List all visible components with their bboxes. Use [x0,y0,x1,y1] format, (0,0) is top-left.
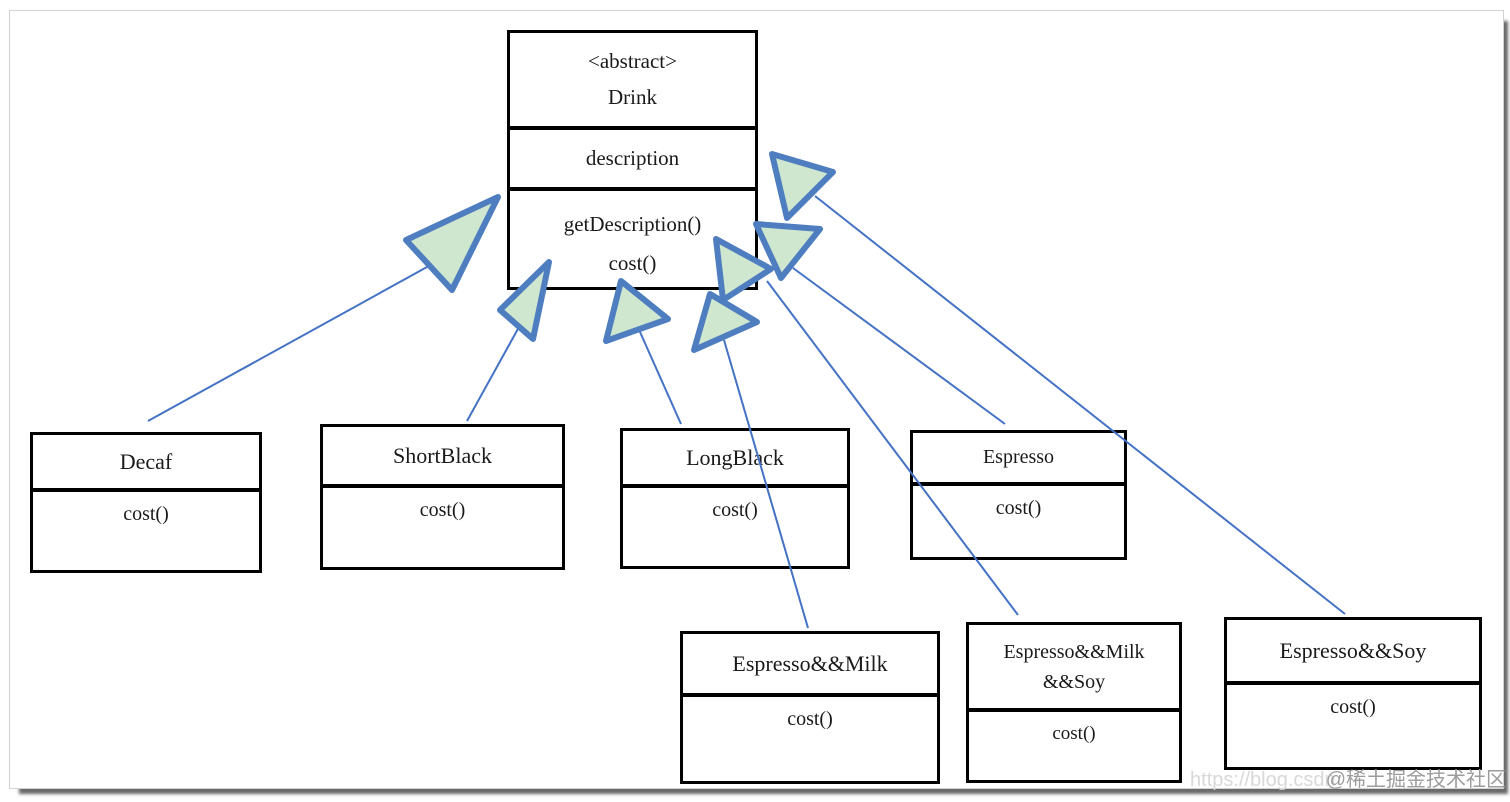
class-name: LongBlack [686,444,784,470]
method-label: cost() [1330,696,1376,718]
method-label: getDescription() [563,212,702,236]
class-attributes: description [510,130,755,191]
class-methods: getDescription() cost() [510,191,755,287]
class-methods: cost() [623,488,847,566]
class-header: ShortBlack [323,427,562,488]
class-box-espresso: Espresso cost() [910,430,1127,560]
class-box-drink: <abstract> Drink description getDescript… [507,30,758,290]
class-name: Espresso&&Soy [1279,637,1427,663]
class-name: Drink [608,84,657,109]
class-name: Decaf [119,448,173,474]
method-label: cost() [712,499,758,521]
class-header: <abstract> Drink [510,33,755,130]
class-box-espresso-milk-soy: Espresso&&Milk &&Soy cost() [966,622,1182,783]
class-box-espresso-milk: Espresso&&Milk cost() [680,631,940,784]
watermark-site-text: @稀土掘金技术社区 [1325,769,1506,791]
class-methods: cost() [1227,685,1479,767]
attribute-label: description [585,146,680,170]
class-header: LongBlack [623,431,847,488]
class-methods: cost() [683,697,937,781]
method-label: cost() [419,499,466,521]
class-methods: cost() [323,488,562,567]
class-box-shortblack: ShortBlack cost() [320,424,565,570]
class-header: Espresso&&Milk &&Soy [969,625,1179,712]
class-header: Espresso&&Soy [1227,620,1479,685]
class-name: Espresso&&Milk [1003,640,1145,663]
class-methods: cost() [33,492,259,570]
method-label: cost() [1052,723,1096,744]
class-name-line2: &&Soy [1042,670,1106,693]
class-methods: cost() [913,486,1124,557]
class-header: Espresso [913,433,1124,486]
class-methods: cost() [969,712,1179,780]
method-label: cost() [787,708,833,730]
class-name: Espresso [982,446,1055,468]
class-box-decaf: Decaf cost() [30,432,262,573]
class-box-longblack: LongBlack cost() [620,428,850,569]
class-header: Espresso&&Milk [683,634,937,697]
class-box-espresso-soy: Espresso&&Soy cost() [1224,617,1482,770]
watermark: https://blog.csdn@稀土掘金技术社区 [1190,763,1506,792]
class-name: Espresso&&Milk [732,650,888,676]
watermark-url-text: https://blog.csdn [1190,769,1336,791]
class-name: ShortBlack [393,442,492,468]
method-label: cost() [995,497,1042,519]
method-label: cost() [123,503,169,525]
method-label: cost() [608,250,657,275]
class-header: Decaf [33,435,259,492]
class-stereotype: <abstract> [588,48,677,73]
